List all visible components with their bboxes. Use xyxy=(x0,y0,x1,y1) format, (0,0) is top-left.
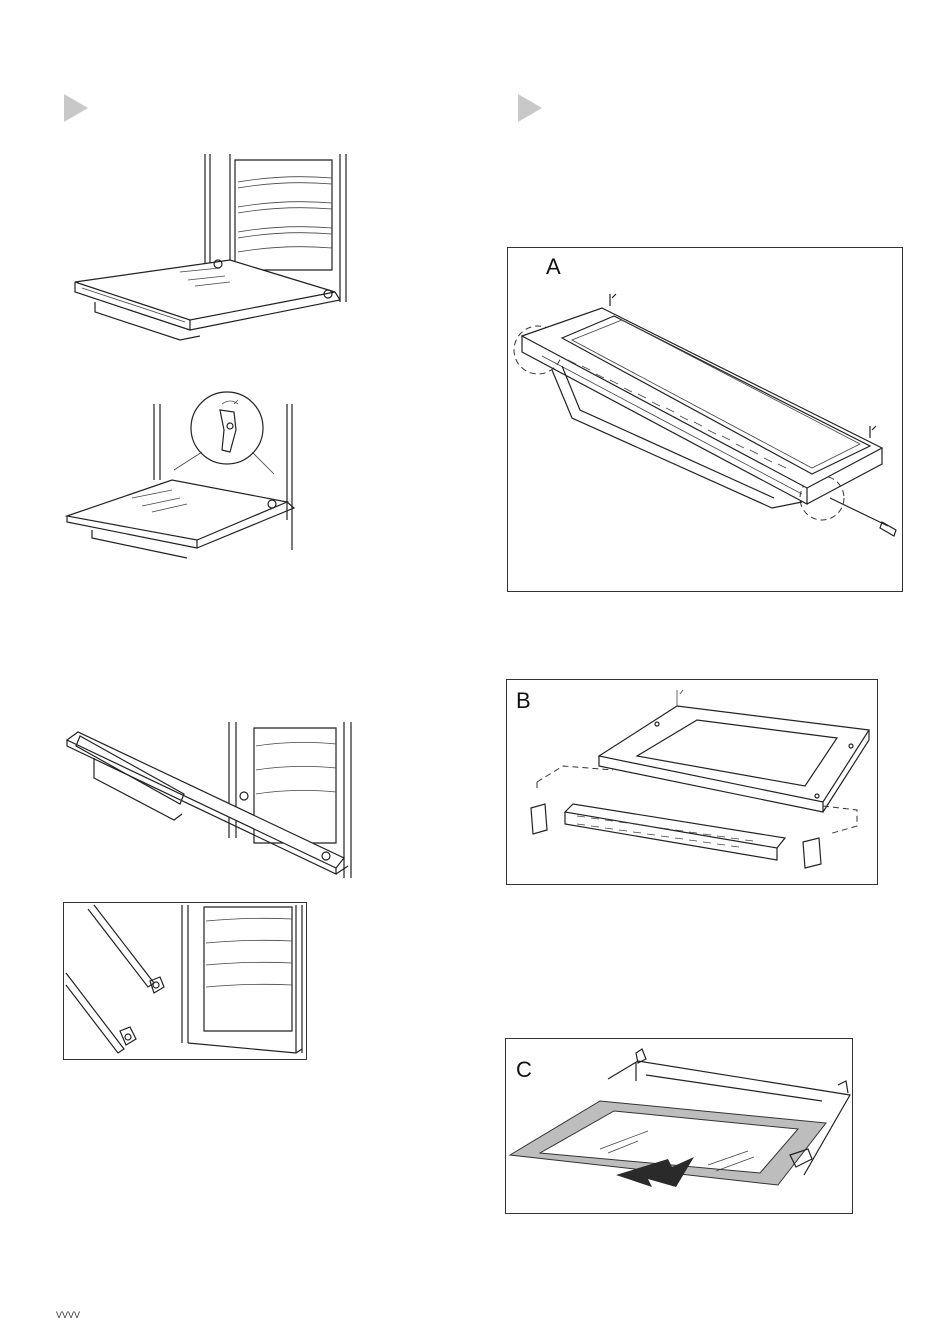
hinge-lever-illustration xyxy=(62,390,302,560)
figure-c-frame: C xyxy=(505,1038,853,1214)
figure-b-frame: B xyxy=(506,679,878,885)
footer-text: VVVV xyxy=(56,1310,80,1320)
figure-a-door-disassembly-illustration xyxy=(512,288,900,588)
hinge-closeup-frame xyxy=(63,902,307,1060)
section-marker-right-icon xyxy=(518,94,542,122)
figure-b-exploded-parts-illustration xyxy=(517,686,875,882)
figure-a-label: A xyxy=(546,254,561,280)
oven-door-open-illustration xyxy=(70,152,360,342)
figure-c-glass-panel-removal-illustration xyxy=(508,1045,852,1211)
hinge-closeup-illustration xyxy=(64,903,306,1059)
section-marker-left-icon xyxy=(64,94,88,122)
door-removal-angle-illustration xyxy=(64,718,354,883)
figure-a-frame: A xyxy=(507,247,903,592)
